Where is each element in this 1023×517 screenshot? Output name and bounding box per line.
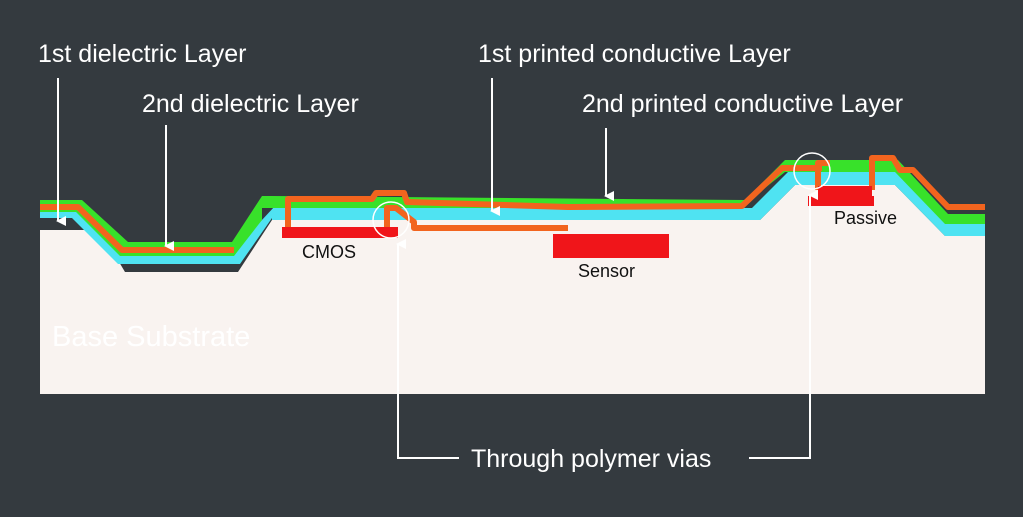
sensor-chip — [553, 234, 669, 258]
conductive-trace-passive — [815, 160, 830, 190]
passive-chip-top — [818, 186, 872, 196]
first-dielectric-band — [40, 172, 985, 264]
via-circle-left — [372, 201, 410, 239]
cmos-chip — [282, 227, 398, 238]
sensor-label: Sensor — [578, 261, 635, 281]
via-circle-right — [793, 152, 831, 190]
passive-chip — [808, 196, 874, 206]
base-substrate-label: Base Substrate — [52, 321, 250, 353]
second-conductive-label: 2nd printed conductive Layer — [582, 90, 903, 118]
base-substrate — [40, 185, 985, 394]
conductive-trace-span — [285, 165, 822, 230]
second-dielectric-label: 2nd dielectric Layer — [142, 90, 359, 118]
first-conductive-label: 1st printed conductive Layer — [478, 40, 791, 68]
via-leader-right — [749, 190, 818, 459]
first-dielectric-label: 1st dielectric Layer — [38, 40, 246, 68]
vias-label: Through polymer vias — [471, 445, 711, 473]
passive-label: Passive — [834, 208, 897, 228]
cmos-label: CMOS — [302, 242, 356, 262]
conductive-trace-via-1 — [384, 205, 568, 231]
conductive-trace-via-2 — [869, 155, 985, 210]
via-leader-left — [396, 239, 459, 459]
